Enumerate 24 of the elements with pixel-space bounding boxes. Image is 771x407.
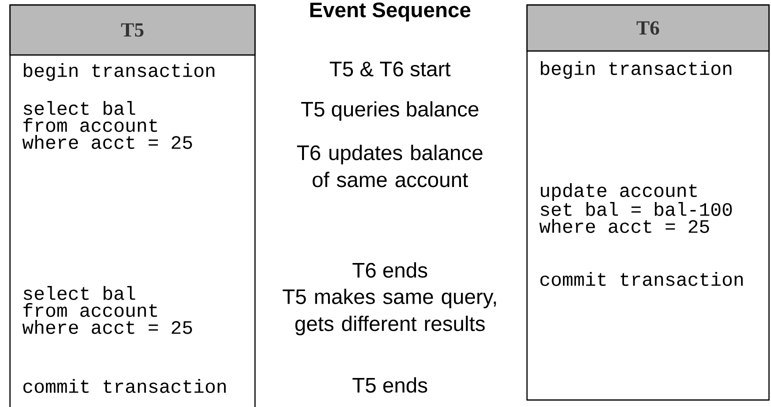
code-line: update account	[540, 183, 697, 201]
code-line: begin transaction	[540, 61, 732, 79]
code-line: commit transaction	[23, 379, 226, 393]
code-line: where acct = 25	[539, 219, 709, 233]
title: Event Sequence	[310, 2, 470, 22]
code-line: begin transaction	[24, 63, 214, 81]
event-text: T6 ends	[352, 262, 428, 278]
event-text: T5 makes same query, gets different results	[282, 288, 496, 336]
code-line: from account	[23, 303, 158, 317]
code-line: set bal = bal-100	[540, 202, 732, 216]
event-text: T5 & T6 start	[330, 62, 451, 76]
code-line: select bal	[24, 101, 136, 115]
event-text: T5 queries balance	[301, 101, 478, 121]
code-line: where acct = 25	[22, 135, 192, 149]
transaction-panel	[526, 4, 770, 401]
event-text: T6 updates balance of same account	[297, 144, 482, 188]
panel-title: T5	[121, 23, 144, 37]
panel-title: T6	[636, 21, 660, 35]
transaction-panel	[9, 4, 256, 407]
code-line: select bal	[24, 286, 136, 300]
code-line: from account	[23, 118, 158, 132]
code-line: commit transaction	[540, 272, 743, 286]
event-text: T5 ends	[352, 377, 428, 393]
code-line: where acct = 25	[22, 320, 192, 334]
